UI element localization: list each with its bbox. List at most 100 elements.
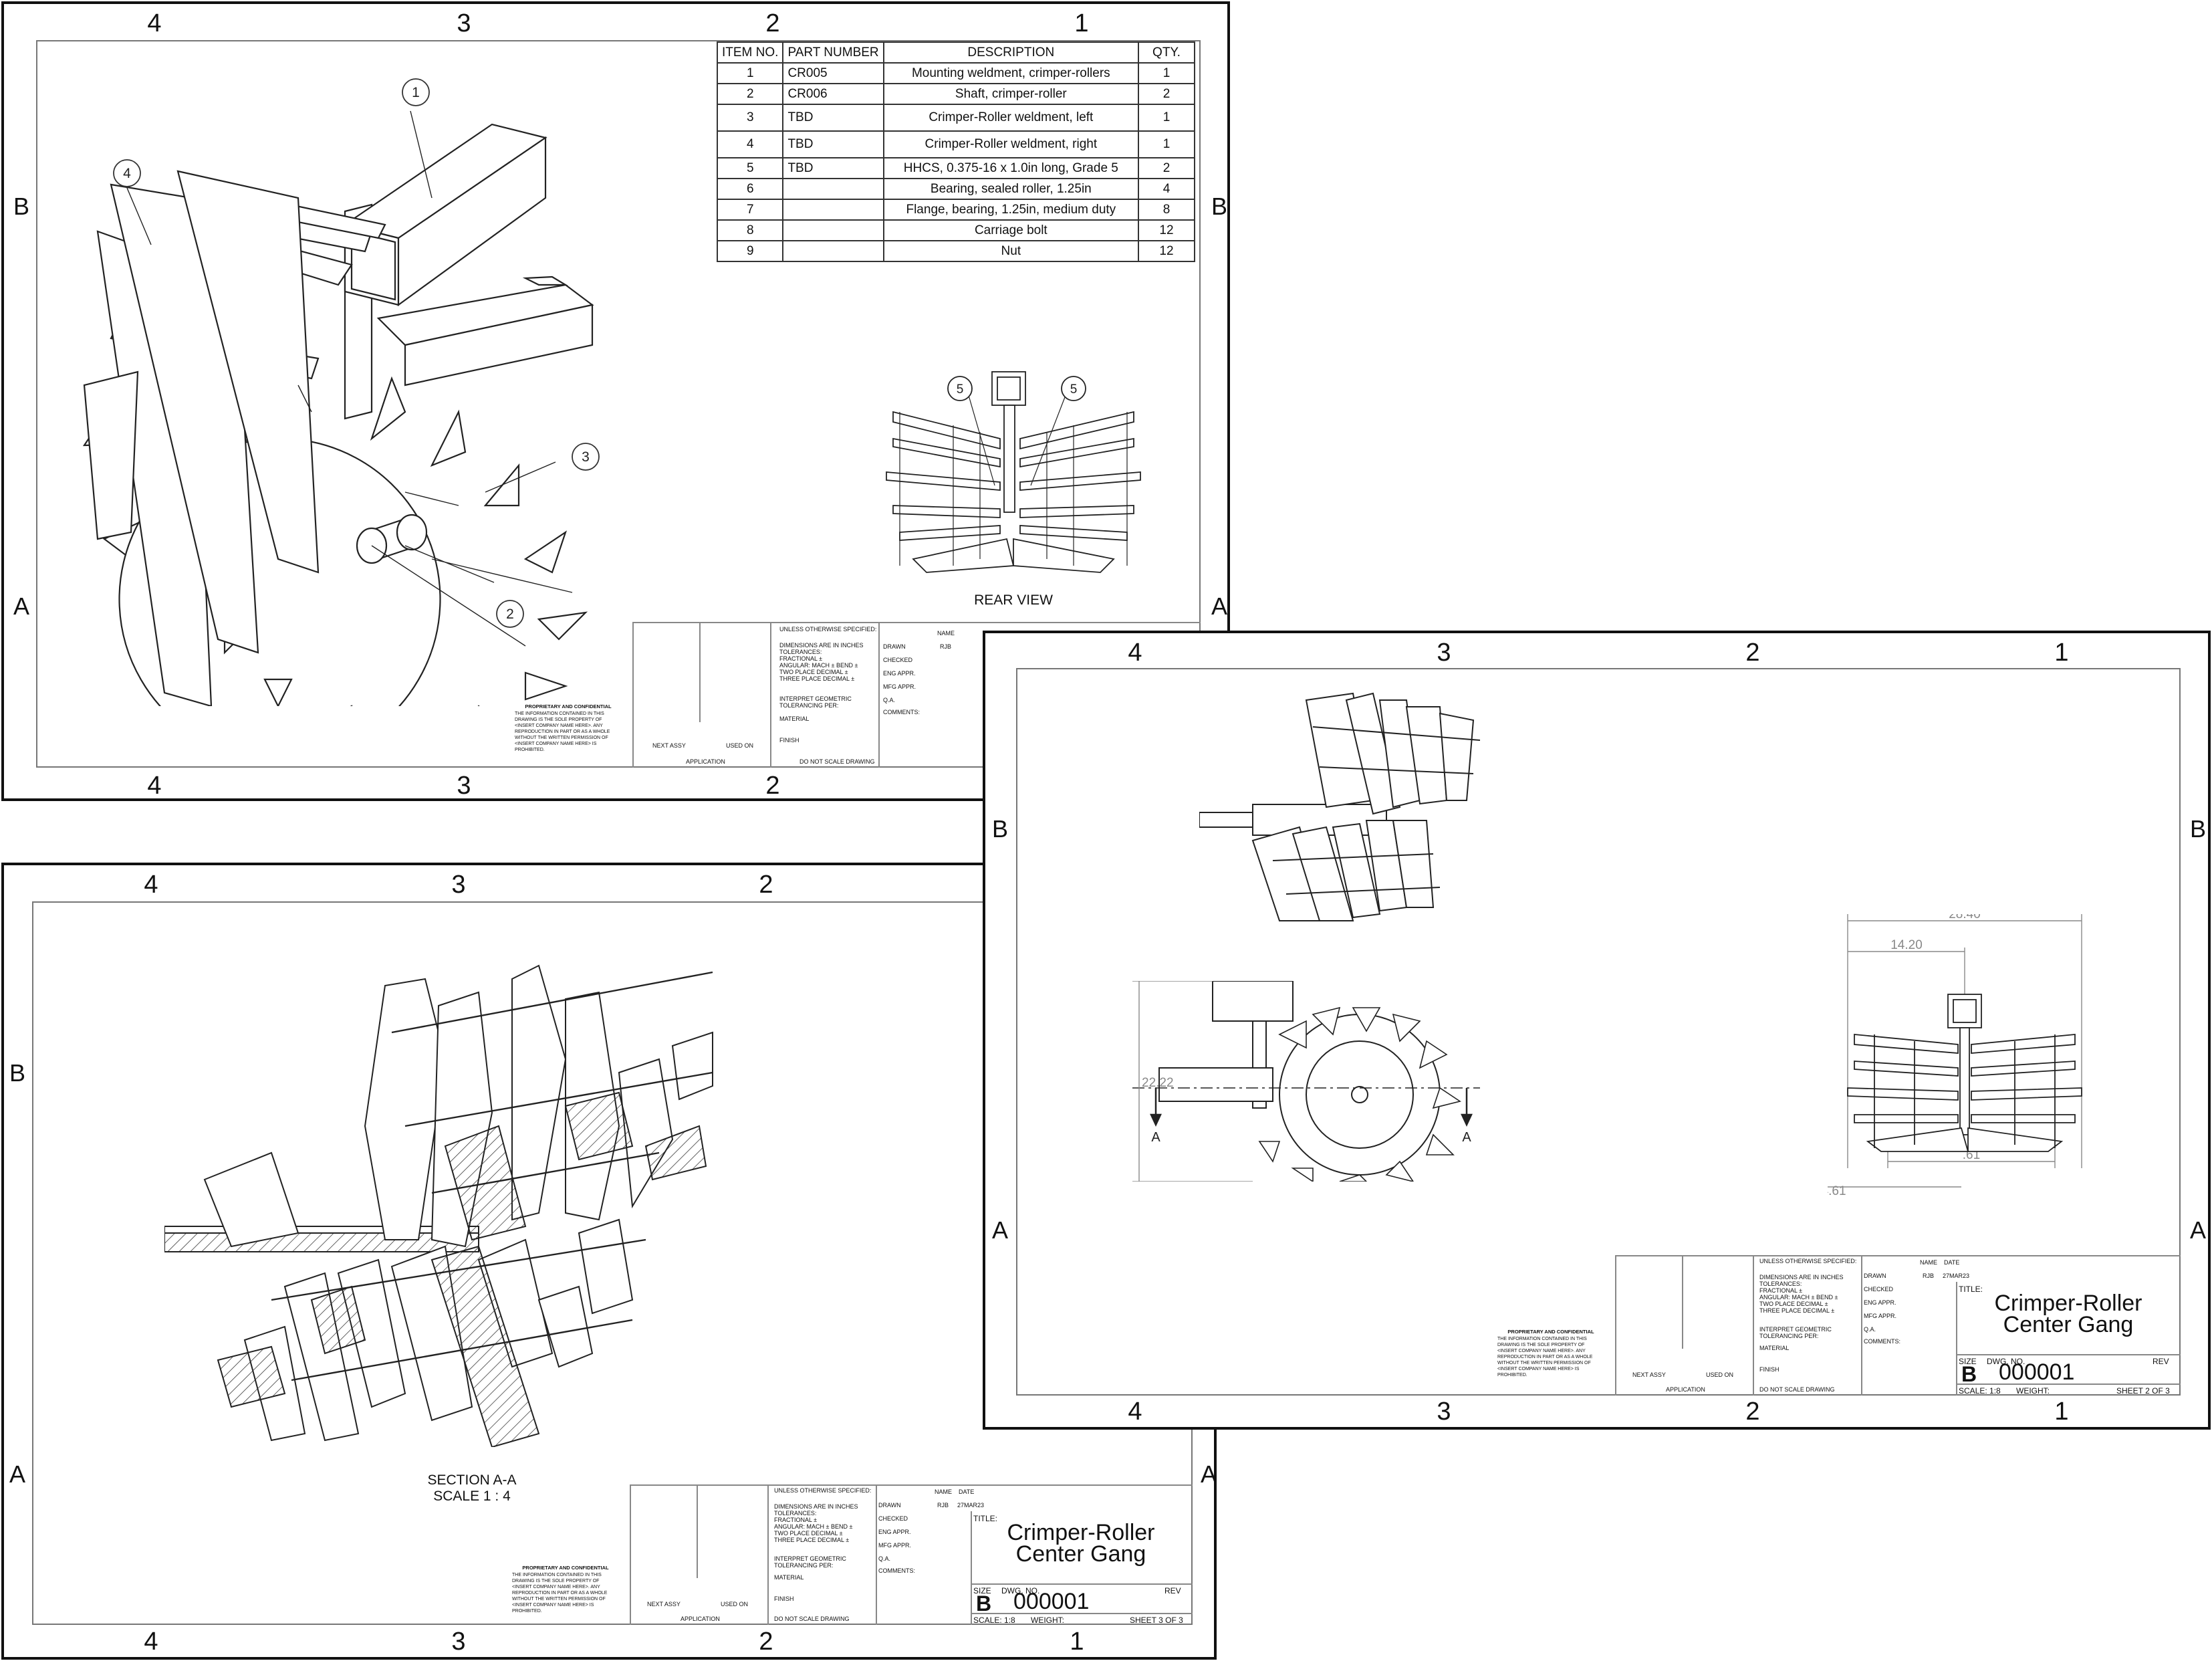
bom-cell: 2	[716, 83, 784, 105]
title-block-sheet1: UNLESS OTHERWISE SPECIFIED: NAME DIMENSI…	[512, 622, 1201, 768]
tb-unless: UNLESS OTHERWISE SPECIFIED:	[1759, 1258, 1857, 1264]
table-row: 3 TBD Crimper-Roller weldment, left 1	[716, 104, 1195, 132]
zone-col-4: 4	[147, 9, 162, 37]
tb-unless: UNLESS OTHERWISE SPECIFIED:	[779, 626, 877, 633]
tb-title-label: TITLE:	[973, 1514, 998, 1523]
tb-drawn-date: 27MAR23	[1943, 1272, 1970, 1279]
bom-cell: 9	[716, 240, 784, 262]
zone-row-b-right: B	[1211, 193, 1228, 220]
zone-col-2: 2	[1745, 639, 1760, 667]
bom-cell: 8	[716, 219, 784, 241]
zone-col-3-bottom: 3	[451, 1628, 466, 1656]
tb-qa: Q.A.	[878, 1555, 891, 1562]
section-a-a-view	[164, 964, 713, 1447]
tb-used-on: USED ON	[726, 742, 754, 749]
tb-eng-appr: ENG APPR.	[1864, 1299, 1896, 1306]
top-view-drawing	[1199, 692, 1481, 921]
tb-size: B	[1961, 1362, 1977, 1386]
zone-row-a-right: A	[1211, 592, 1228, 620]
tb-two-place: TWO PLACE DECIMAL ±	[774, 1530, 843, 1537]
bom-cell: Mounting weldment, crimper-rollers	[882, 62, 1140, 84]
zone-col-4-bottom: 4	[144, 1628, 158, 1656]
drawing-number: 000001	[1013, 1589, 1090, 1614]
front-view-drawing: A A 22.22	[1132, 981, 1480, 1182]
tb-comments: COMMENTS:	[883, 709, 920, 715]
bom-cell: 3	[716, 104, 784, 132]
bom-cell: Shaft, crimper-roller	[882, 83, 1140, 105]
tb-qa: Q.A.	[883, 697, 896, 703]
zone-row-a-right: A	[1201, 1460, 1217, 1488]
bom-cell: 1	[1138, 130, 1195, 158]
bom-cell: TBD	[782, 130, 884, 158]
tb-sheet-of: SHEET 3 OF 3	[1130, 1616, 1183, 1625]
tb-finish: FINISH	[779, 737, 800, 744]
tb-interpret: INTERPRET GEOMETRIC	[779, 695, 852, 702]
tb-drawn-by: RJB	[937, 1502, 949, 1509]
bom-cell: Crimper-Roller weldment, left	[882, 104, 1140, 132]
zone-col-4: 4	[1128, 639, 1142, 667]
section-label: SECTION A-A	[427, 1472, 517, 1488]
bom-header-qty: QTY.	[1138, 41, 1195, 64]
tb-three-place: THREE PLACE DECIMAL ±	[1759, 1307, 1835, 1314]
tb-dims: DIMENSIONS ARE IN INCHES	[779, 642, 864, 649]
tb-comments: COMMENTS:	[878, 1567, 915, 1574]
bom-cell	[782, 178, 884, 200]
tb-drawn: DRAWN	[1864, 1272, 1886, 1279]
tb-finish: FINISH	[774, 1595, 794, 1602]
bom-cell: TBD	[782, 157, 884, 179]
zone-row-a-right: A	[2190, 1216, 2207, 1244]
zone-col-2: 2	[759, 871, 773, 899]
balloon-4: 4	[123, 166, 131, 181]
tb-name: NAME	[1920, 1259, 1938, 1266]
side-view-drawing: 28.40 14.20 .61 24.61	[1828, 914, 2082, 1195]
bom-cell: TBD	[782, 104, 884, 132]
tb-eng-appr: ENG APPR.	[883, 670, 916, 677]
rear-view-label: REAR VIEW	[974, 592, 1053, 608]
tb-angular: ANGULAR: MACH ± BEND ±	[1759, 1294, 1838, 1301]
bom-cell: 7	[716, 199, 784, 221]
tb-checked: CHECKED	[1864, 1286, 1894, 1293]
tb-size-label: SIZE	[973, 1586, 991, 1595]
dimension-half-width: 14.20	[1890, 938, 1923, 952]
zone-col-1-bottom: 1	[1070, 1628, 1084, 1656]
tb-unless: UNLESS OTHERWISE SPECIFIED:	[774, 1487, 872, 1494]
table-row: 8 Carriage bolt 12	[716, 219, 1195, 241]
section-marker-left: A	[1151, 1130, 1160, 1145]
tb-qa: Q.A.	[1864, 1326, 1876, 1333]
bom-header-description: DESCRIPTION	[882, 41, 1140, 64]
zone-col-1: 1	[2054, 639, 2069, 667]
tb-size: B	[976, 1591, 992, 1616]
zone-col-3-bottom: 3	[457, 772, 471, 800]
bom-cell: Carriage bolt	[882, 219, 1140, 241]
tb-size-label: SIZE	[1959, 1357, 1977, 1366]
tb-material: MATERIAL	[774, 1574, 804, 1581]
tb-scale: SCALE: 1:8	[973, 1616, 1015, 1625]
tb-interpret: INTERPRET GEOMETRIC	[1759, 1326, 1832, 1333]
tb-application: APPLICATION	[681, 1616, 720, 1622]
zone-col-1-bottom: 1	[2054, 1398, 2069, 1426]
bom-cell: 1	[1138, 104, 1195, 132]
tb-weight: WEIGHT:	[1031, 1616, 1064, 1625]
tb-tolerances: TOLERANCES:	[1759, 1281, 1802, 1287]
zone-col-3-bottom: 3	[1437, 1398, 1451, 1426]
table-row: 7 Flange, bearing, 1.25in, medium duty 8	[716, 199, 1195, 221]
zone-col-4-bottom: 4	[1128, 1398, 1142, 1426]
proprietary-notice: PROPRIETARY AND CONFIDENTIAL THE INFORMA…	[1497, 1329, 1604, 1378]
dimension-overall-width: 28.40	[1949, 914, 1981, 921]
bom-cell: HHCS, 0.375-16 x 1.0in long, Grade 5	[882, 157, 1140, 179]
zone-col-1: 1	[1074, 9, 1089, 37]
tb-mfg-appr: MFG APPR.	[878, 1542, 912, 1549]
bom-cell: CR005	[782, 62, 884, 84]
tb-interpret: INTERPRET GEOMETRIC	[774, 1555, 846, 1562]
tb-material: MATERIAL	[1759, 1345, 1790, 1351]
zone-row-a: A	[13, 592, 30, 620]
tb-comments: COMMENTS:	[1864, 1338, 1900, 1345]
tb-drawn-by: RJB	[940, 643, 952, 650]
table-row: 1 CR005 Mounting weldment, crimper-rolle…	[716, 62, 1195, 84]
tb-fractional: FRACTIONAL ±	[779, 655, 823, 662]
tb-date: DATE	[959, 1488, 975, 1495]
tb-mfg-appr: MFG APPR.	[883, 683, 916, 690]
tb-do-not-scale: DO NOT SCALE DRAWING	[774, 1616, 850, 1622]
proprietary-title: PROPRIETARY AND CONFIDENTIAL	[525, 703, 612, 709]
zone-row-b-right: B	[2190, 815, 2207, 843]
